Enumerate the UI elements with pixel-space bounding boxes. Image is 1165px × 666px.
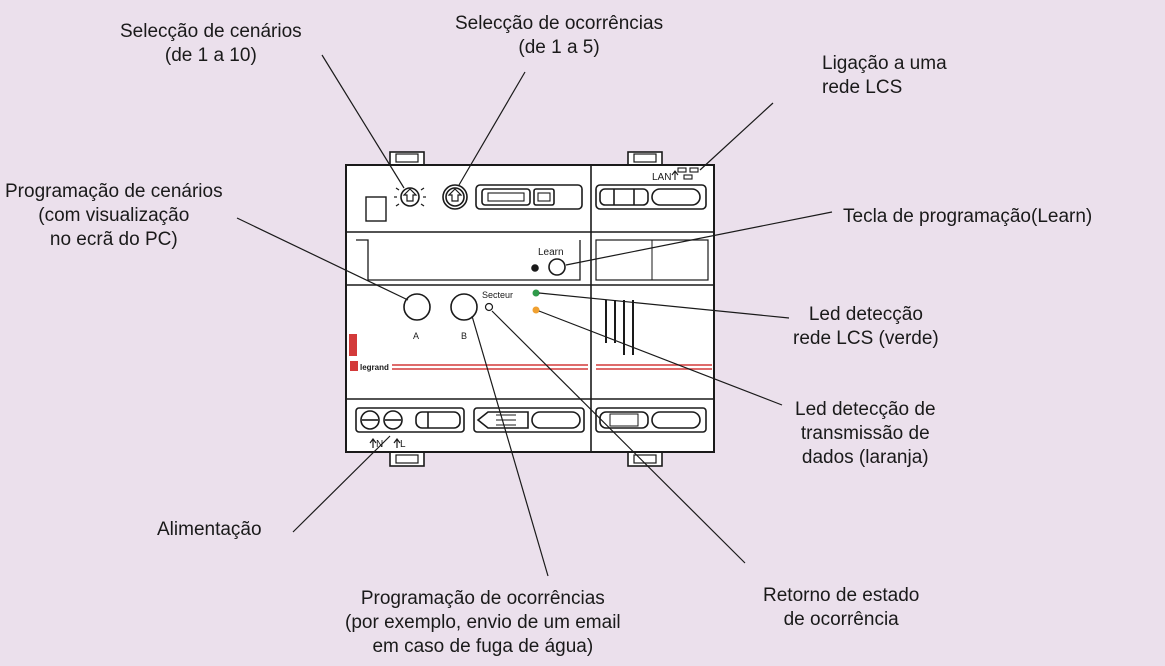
led-orange <box>532 306 540 314</box>
callout-led-orange: Led detecção de transmissão de dados (la… <box>795 399 936 468</box>
secteur-led <box>484 302 494 312</box>
callout-occurrence-select: Selecção de ocorrências (de 1 a 5) <box>455 13 664 58</box>
brand-label: legrand <box>360 363 389 372</box>
square-window <box>365 196 387 222</box>
callout-scenario-select: Selecção de cenários (de 1 a 10) <box>120 21 302 66</box>
secteur-label: Secteur <box>482 290 513 300</box>
leader-lines <box>236 54 833 577</box>
terminal-block-middle <box>473 407 585 433</box>
button-b-label: B <box>461 331 467 341</box>
lan-label: LAN <box>652 172 671 183</box>
rs232-connector <box>475 184 583 210</box>
power-terminals[interactable] <box>355 407 465 433</box>
vent-slots <box>605 300 634 355</box>
scenario-rotary-switch[interactable] <box>394 187 426 207</box>
callout-learn-key: Tecla de programação(Learn) <box>843 206 1093 227</box>
callout-lcs-link: Ligação a uma rede LCS <box>822 53 947 98</box>
legrand-logo-box <box>350 361 358 371</box>
button-a[interactable] <box>403 293 431 321</box>
button-b[interactable] <box>450 293 478 321</box>
brand-stripe <box>392 364 712 370</box>
occurrence-rotary-switch[interactable] <box>442 184 468 210</box>
neutral-label: N <box>376 439 383 450</box>
terminal-block-right <box>595 407 707 433</box>
lan-port-symbol <box>677 167 699 180</box>
callout-scenario-prog: Programação de cenários (com visualizaçã… <box>5 181 223 250</box>
callout-led-green: Led detecção rede LCS (verde) <box>793 304 939 349</box>
learn-indicator-dot <box>531 264 539 272</box>
lan-connector[interactable] <box>595 184 707 210</box>
button-a-label: A <box>413 331 419 341</box>
line-label: L <box>400 439 406 450</box>
learn-label: Learn <box>538 247 564 258</box>
red-label <box>349 334 357 356</box>
led-green <box>532 289 540 297</box>
callout-status-return: Retorno de estado de ocorrência <box>763 585 920 630</box>
device-body <box>345 164 715 453</box>
callout-power: Alimentação <box>157 519 262 540</box>
learn-button[interactable] <box>548 258 566 276</box>
callout-occurrence-prog: Programação de ocorrências (por exemplo,… <box>345 588 621 657</box>
